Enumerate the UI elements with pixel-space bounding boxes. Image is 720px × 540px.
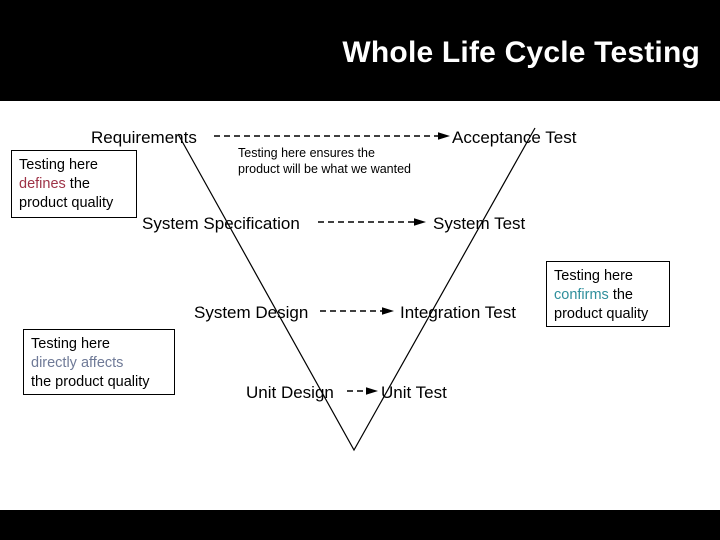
callout-unit-design-line1: Testing here	[31, 336, 110, 352]
stage-integration-test: Integration Test	[400, 303, 516, 322]
stage-unit-design: Unit Design	[246, 383, 334, 402]
stage-system-specification: System Specification	[142, 214, 300, 233]
arrow-specification-to-system-test	[318, 218, 426, 226]
callout-requirements-line2: defines the	[19, 175, 129, 194]
callout-requirements-line1: Testing here	[19, 157, 98, 173]
callout-integration-test-emphasis: confirms	[554, 287, 609, 303]
stage-unit-test: Unit Test	[381, 383, 447, 402]
top-arrow-note: Testing here ensures the product will be…	[238, 145, 411, 177]
top-arrow-note-line1: Testing here ensures the	[238, 146, 375, 160]
arrow-requirements-to-acceptance	[214, 132, 450, 140]
header-band	[0, 0, 720, 101]
stage-acceptance-test: Acceptance Test	[452, 128, 577, 147]
arrow-unit-design-to-unit-test	[347, 387, 378, 395]
callout-requirements-emphasis: defines	[19, 176, 66, 192]
page-title: Whole Life Cycle Testing	[342, 36, 700, 69]
callout-unit-design-line3: the product quality	[31, 374, 150, 390]
arrow-design-to-integration-test	[320, 307, 394, 315]
callout-integration-test-line2-tail: the	[608, 287, 633, 303]
callout-requirements: Testing here defines the product quality	[11, 150, 137, 218]
callout-integration-test: Testing here confirms the product qualit…	[546, 261, 670, 327]
footer-band	[0, 510, 720, 540]
callout-unit-design: Testing here directly affects the produc…	[23, 329, 175, 395]
callout-integration-test-line2: confirms the	[554, 286, 662, 305]
callout-requirements-line2-tail: the	[65, 176, 90, 192]
callout-integration-test-line1: Testing here	[554, 268, 633, 284]
top-arrow-note-line2: product will be what we wanted	[238, 162, 412, 176]
stage-system-test: System Test	[433, 214, 526, 233]
callout-unit-design-emphasis: directly affects	[31, 355, 124, 371]
stage-system-design: System Design	[194, 303, 309, 322]
callout-requirements-line3: product quality	[19, 195, 114, 211]
stage-requirements: Requirements	[91, 128, 197, 147]
callout-integration-test-line3: product quality	[554, 306, 649, 322]
